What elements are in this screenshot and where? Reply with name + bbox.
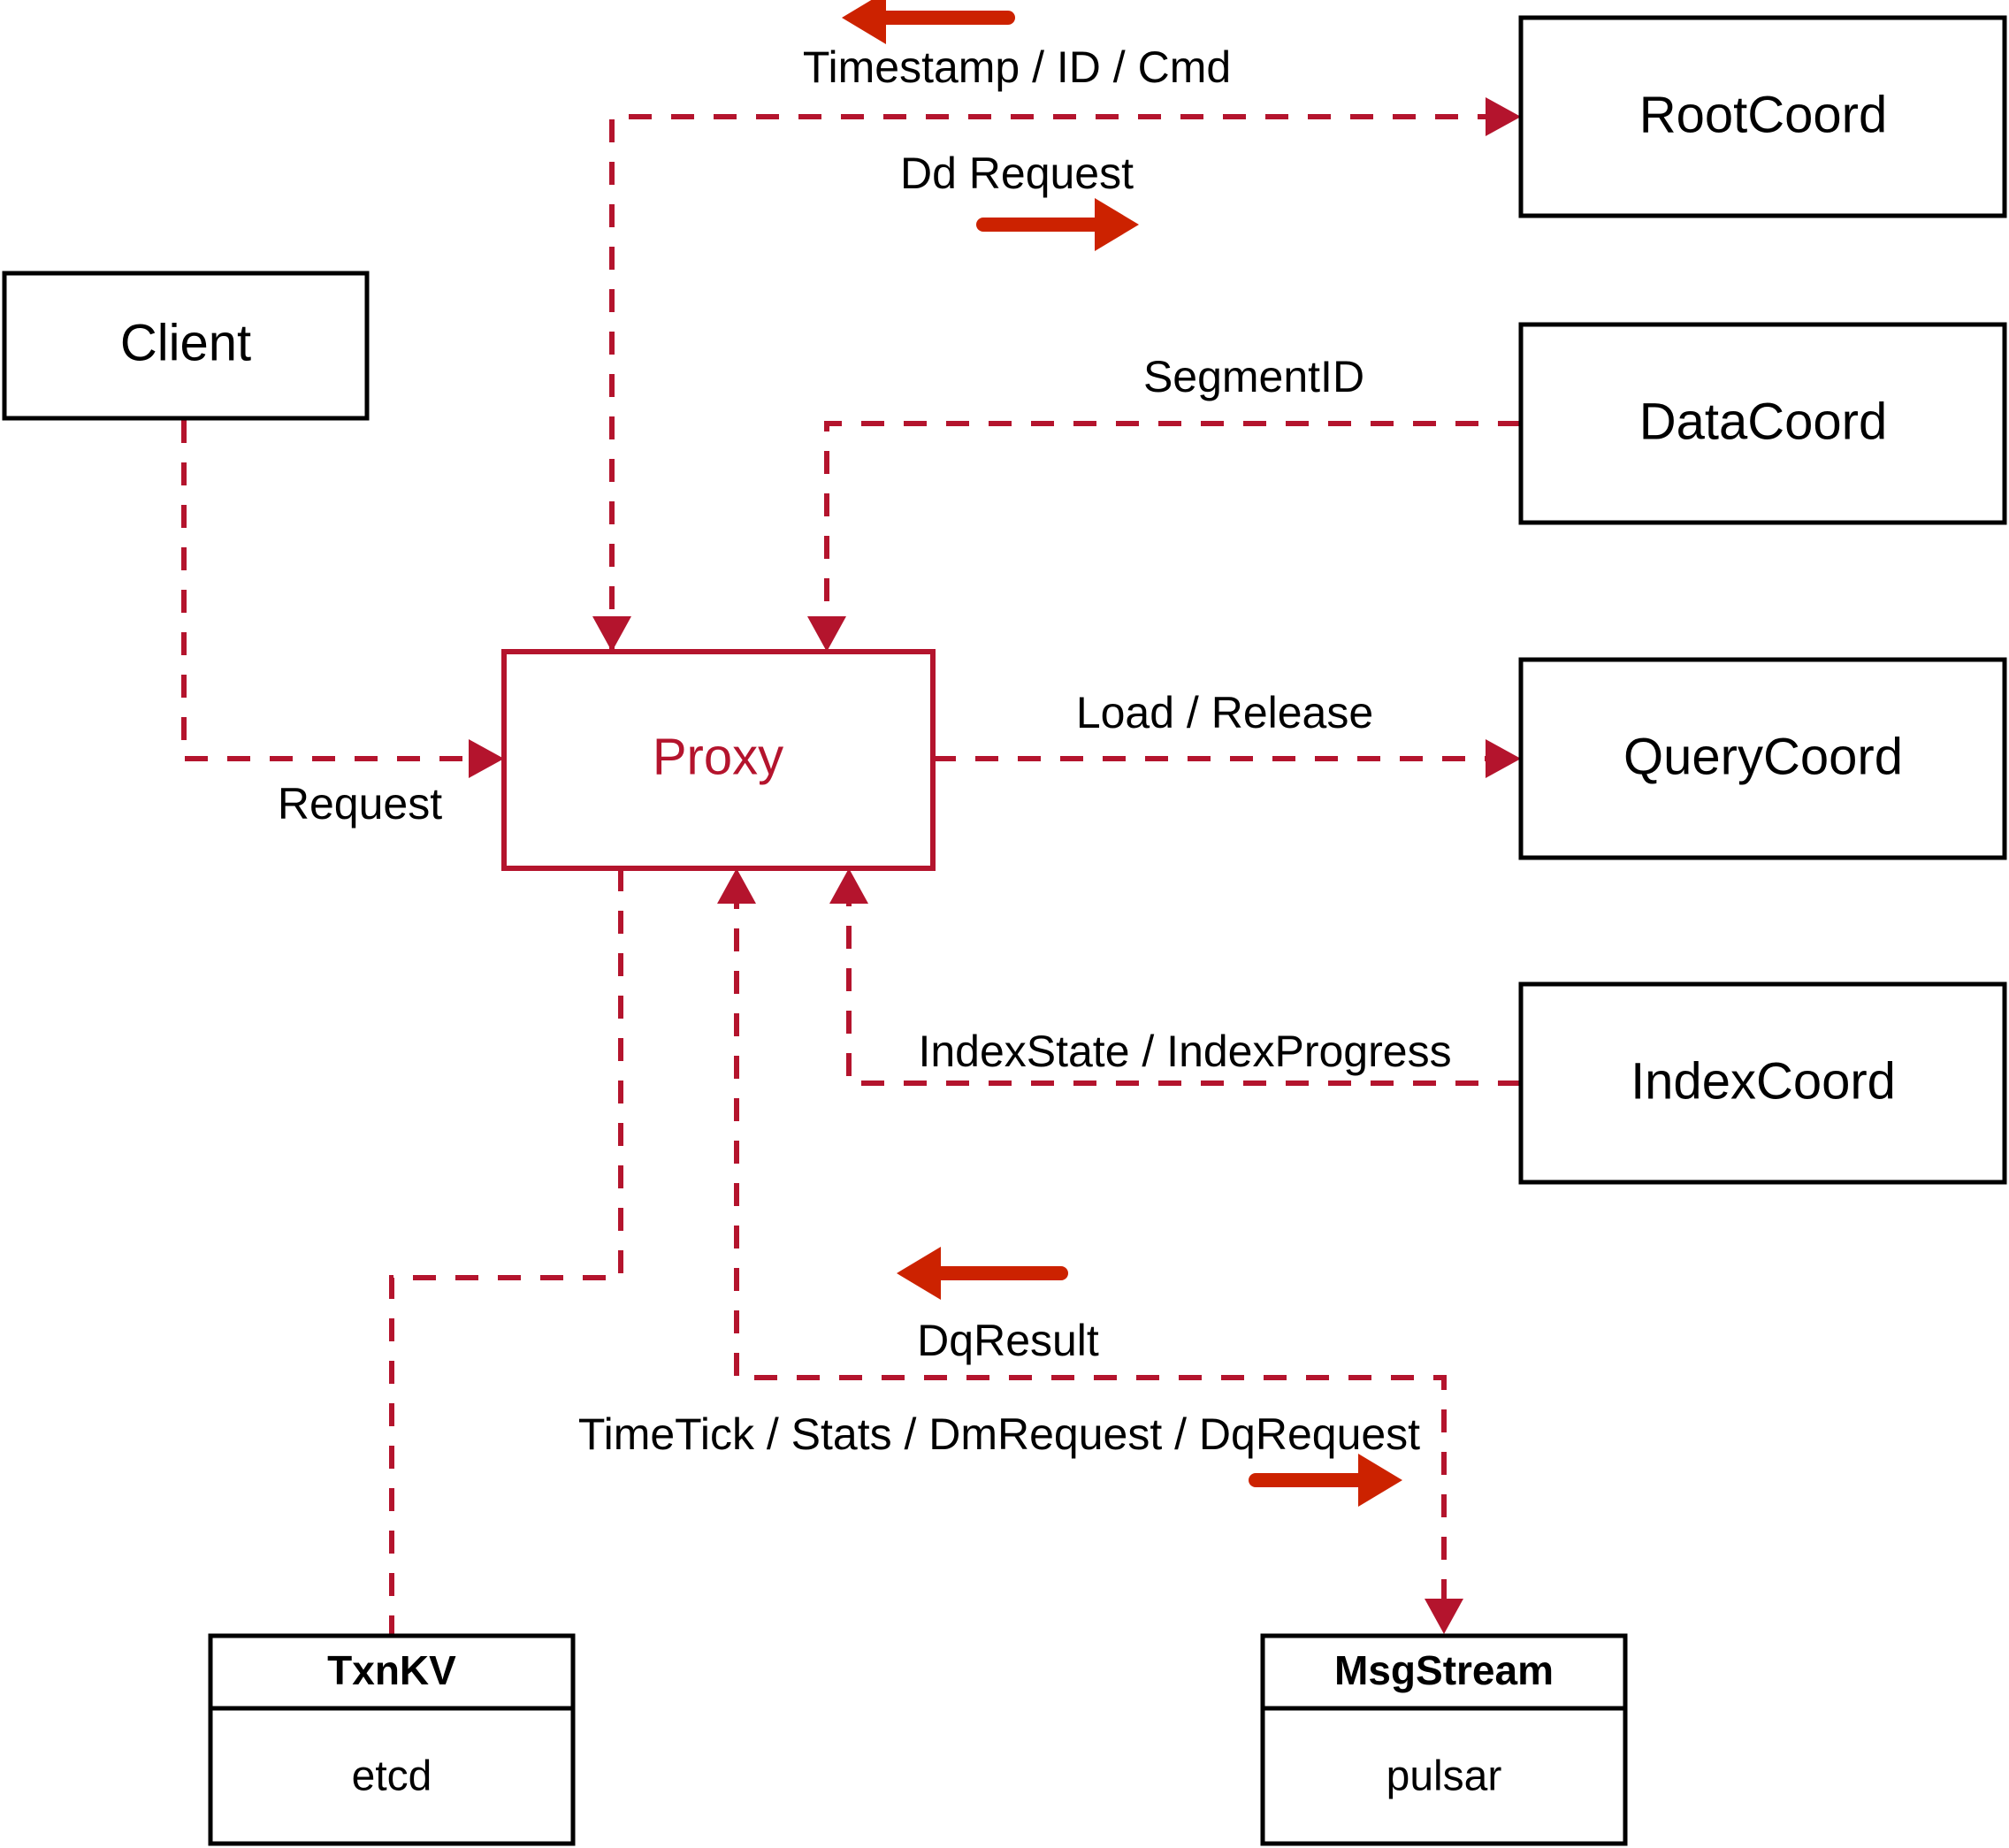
edge-rootcoord-path: [609, 114, 1503, 652]
node-msgstream-box[interactable]: [1260, 1633, 1628, 1846]
edge-label-timestamp: Timestamp / ID / Cmd: [803, 42, 1231, 92]
node-rootcoord-label: RootCoord: [1639, 86, 1887, 143]
node-client-box[interactable]: [2, 271, 370, 421]
node-msgstream-impl: pulsar: [1386, 1753, 1502, 1800]
node-txnkv-title: TxnKV: [327, 1647, 456, 1693]
direction-arrow-dmrequest-right: [1249, 1454, 1402, 1507]
edge-indexcoord-path: [846, 886, 1521, 1086]
edge-label-dmrequest: TimeTick / Stats / DmRequest / DqRequest: [578, 1409, 1420, 1459]
edge-rootcoord-dd: [592, 97, 1521, 652]
node-client[interactable]: Client: [2, 271, 370, 421]
edge-txnkv-path: [389, 868, 623, 1636]
node-client-label: Client: [120, 314, 251, 371]
node-proxy-box[interactable]: [501, 649, 936, 871]
edge-client-request: [181, 420, 504, 778]
direction-arrow-dmrequest-head: [1358, 1454, 1402, 1507]
node-rootcoord-box[interactable]: [1518, 15, 2007, 218]
direction-arrow-dqresult-head: [897, 1247, 941, 1300]
direction-arrow-dd-request-head: [1095, 198, 1139, 251]
node-rootcoord[interactable]: RootCoord: [1518, 15, 2007, 218]
node-msgstream[interactable]: MsgStream pulsar: [1260, 1633, 1628, 1846]
edge-indexcoord-state: [829, 868, 1521, 1086]
direction-arrow-dd-request-right: [976, 198, 1139, 251]
edge-label-dqresult: DqResult: [917, 1316, 1099, 1365]
node-proxy[interactable]: Proxy: [501, 649, 936, 871]
edge-rootcoord-arrowhead-down: [592, 616, 631, 652]
edge-querycoord-load: [933, 739, 1521, 778]
node-indexcoord-label: IndexCoord: [1631, 1052, 1896, 1110]
node-msgstream-title: MsgStream: [1334, 1647, 1554, 1693]
edge-rootcoord-arrowhead-right: [1486, 97, 1521, 136]
direction-arrow-dqresult-left: [897, 1247, 1068, 1300]
direction-arrow-timestamp-head: [842, 0, 886, 44]
edge-msgstream-path: [734, 886, 1447, 1615]
node-datacoord-label: DataCoord: [1639, 393, 1887, 450]
edge-label-request: Request: [278, 779, 442, 829]
edge-client-request-arrowhead: [469, 739, 504, 778]
node-indexcoord[interactable]: IndexCoord: [1518, 981, 2007, 1185]
edge-datacoord-segmentid: [807, 421, 1521, 652]
edge-datacoord-arrowhead: [807, 616, 846, 652]
edge-label-indexstate: IndexState / IndexProgress: [918, 1027, 1451, 1076]
node-txnkv-box[interactable]: [208, 1633, 576, 1846]
edge-label-segmentid: SegmentID: [1143, 352, 1364, 401]
edge-msgstream-arrowhead-down: [1425, 1599, 1463, 1634]
node-querycoord-label: QueryCoord: [1623, 728, 1903, 785]
direction-arrow-timestamp-left: [842, 0, 1015, 44]
node-proxy-label: Proxy: [653, 728, 783, 785]
node-datacoord[interactable]: DataCoord: [1518, 322, 2007, 525]
edge-txnkv-link: [389, 868, 623, 1636]
edge-querycoord-arrowhead: [1486, 739, 1521, 778]
edge-label-dd-request: Dd Request: [900, 149, 1134, 198]
edge-indexcoord-arrowhead: [829, 868, 868, 904]
node-txnkv-impl: etcd: [352, 1753, 432, 1800]
node-indexcoord-box[interactable]: [1518, 981, 2007, 1185]
node-querycoord[interactable]: QueryCoord: [1518, 657, 2007, 860]
edge-msgstream-flow: [717, 868, 1463, 1634]
edge-msgstream-arrowhead-up: [717, 868, 756, 904]
node-datacoord-box[interactable]: [1518, 322, 2007, 525]
edge-client-request-path: [181, 420, 488, 761]
node-querycoord-box[interactable]: [1518, 657, 2007, 860]
edge-datacoord-path: [824, 421, 1521, 652]
node-txnkv[interactable]: TxnKV etcd: [208, 1633, 576, 1846]
edge-label-load-release: Load / Release: [1076, 688, 1373, 737]
